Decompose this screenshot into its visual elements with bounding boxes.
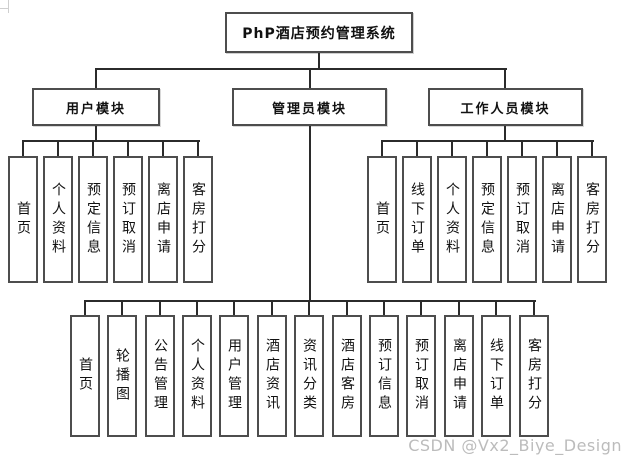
leaf-node-user-5: 客房打分 bbox=[183, 156, 213, 283]
root-node-system-title: PhP酒店预约管理系统 bbox=[225, 12, 413, 53]
connector-line bbox=[23, 140, 200, 142]
leaf-node-admin-11: 线下订单 bbox=[481, 315, 511, 437]
leaf-node-admin-7: 酒店客房 bbox=[332, 315, 362, 437]
leaf-node-label: 离店申请 bbox=[155, 181, 171, 258]
leaf-node-label: 轮播图 bbox=[114, 347, 130, 405]
connector-line bbox=[504, 126, 506, 140]
leaf-node-label: 预定信息 bbox=[85, 181, 101, 258]
leaf-node-user-0: 首页 bbox=[8, 156, 38, 283]
leaf-node-label: 线下订单 bbox=[488, 338, 504, 414]
connector-line bbox=[533, 300, 535, 315]
leaf-node-label: 公告管理 bbox=[152, 338, 168, 414]
connector-line bbox=[84, 300, 86, 315]
leaf-node-label: 预订取消 bbox=[413, 338, 429, 414]
connector-line bbox=[308, 300, 310, 315]
connector-line bbox=[57, 140, 59, 156]
connector-line bbox=[383, 300, 385, 315]
leaf-node-staff-2: 个人资料 bbox=[437, 156, 467, 283]
leaf-node-staff-6: 客房打分 bbox=[577, 156, 607, 283]
connector-line bbox=[416, 140, 418, 156]
connector-line bbox=[95, 126, 97, 140]
leaf-node-user-2: 预定信息 bbox=[78, 156, 108, 283]
connector-line bbox=[591, 140, 593, 156]
connector-line bbox=[318, 53, 320, 68]
leaf-node-staff-0: 首页 bbox=[367, 156, 397, 283]
leaf-node-label: 首页 bbox=[15, 200, 31, 239]
leaf-node-label: 预订信息 bbox=[376, 338, 392, 414]
leaf-node-user-4: 离店申请 bbox=[148, 156, 178, 283]
leaf-node-label: 客房打分 bbox=[526, 338, 542, 414]
connector-line bbox=[196, 300, 198, 315]
connector-line bbox=[309, 126, 311, 300]
leaf-node-label: 离店申请 bbox=[549, 181, 565, 258]
leaf-node-label: 客房打分 bbox=[584, 181, 600, 258]
leaf-node-admin-5: 酒店资讯 bbox=[257, 315, 287, 437]
connector-line bbox=[420, 300, 422, 315]
leaf-node-user-3: 预订取消 bbox=[113, 156, 143, 283]
leaf-node-admin-8: 预订信息 bbox=[369, 315, 399, 437]
watermark-text: CSDN @Vx2_Biye_Design bbox=[408, 436, 622, 455]
leaf-node-label: 个人资料 bbox=[189, 338, 205, 414]
leaf-node-admin-6: 资讯分类 bbox=[294, 315, 324, 437]
leaf-node-user-1: 个人资料 bbox=[43, 156, 73, 283]
connector-line bbox=[95, 68, 97, 88]
connector-line bbox=[22, 140, 24, 156]
corner-mark bbox=[8, 0, 9, 13]
leaf-node-staff-4: 预订取消 bbox=[507, 156, 537, 283]
connector-line bbox=[521, 140, 523, 156]
connector-line bbox=[486, 140, 488, 156]
connector-line bbox=[495, 300, 497, 315]
leaf-node-label: 预订取消 bbox=[120, 181, 136, 258]
connector-line bbox=[162, 140, 164, 156]
connector-line bbox=[556, 140, 558, 156]
connector-line bbox=[197, 140, 199, 156]
leaf-node-label: 首页 bbox=[374, 200, 390, 239]
connector-line bbox=[233, 300, 235, 315]
leaf-node-staff-5: 离店申请 bbox=[542, 156, 572, 283]
module-node-admin: 管理员模块 bbox=[232, 88, 387, 126]
connector-line bbox=[382, 140, 594, 142]
leaf-node-label: 预订取消 bbox=[514, 181, 530, 258]
connector-line bbox=[504, 68, 506, 88]
leaf-node-label: 个人资料 bbox=[444, 181, 460, 258]
connector-line bbox=[92, 140, 94, 156]
leaf-node-admin-0: 首页 bbox=[70, 315, 100, 437]
connector-line bbox=[159, 300, 161, 315]
leaf-node-label: 用户管理 bbox=[226, 338, 242, 414]
leaf-node-label: 资讯分类 bbox=[301, 338, 317, 414]
connector-line bbox=[451, 140, 453, 156]
leaf-node-admin-4: 用户管理 bbox=[219, 315, 249, 437]
leaf-node-label: 酒店资讯 bbox=[264, 338, 280, 414]
leaf-node-label: 离店申请 bbox=[451, 338, 467, 414]
leaf-node-staff-1: 线下订单 bbox=[402, 156, 432, 283]
leaf-node-label: 线下订单 bbox=[409, 181, 425, 258]
leaf-node-admin-1: 轮播图 bbox=[107, 315, 137, 437]
connector-line bbox=[346, 300, 348, 315]
leaf-node-label: 个人资料 bbox=[50, 181, 66, 258]
leaf-node-admin-10: 离店申请 bbox=[444, 315, 474, 437]
leaf-node-admin-3: 个人资料 bbox=[182, 315, 212, 437]
leaf-node-label: 酒店客房 bbox=[339, 338, 355, 414]
connector-line bbox=[95, 68, 507, 70]
connector-line bbox=[121, 300, 123, 315]
connector-line bbox=[127, 140, 129, 156]
leaf-node-admin-2: 公告管理 bbox=[145, 315, 175, 437]
leaf-node-label: 客房打分 bbox=[190, 181, 206, 258]
corner-mark bbox=[0, 8, 8, 9]
connector-line bbox=[271, 300, 273, 315]
leaf-node-admin-12: 客房打分 bbox=[519, 315, 549, 437]
module-node-staff: 工作人员模块 bbox=[428, 88, 583, 126]
connector-line bbox=[381, 140, 383, 156]
connector-line bbox=[309, 68, 311, 88]
leaf-node-label: 预定信息 bbox=[479, 181, 495, 258]
connector-line bbox=[85, 300, 536, 302]
connector-line bbox=[458, 300, 460, 315]
leaf-node-label: 首页 bbox=[77, 357, 93, 395]
module-node-user: 用户模块 bbox=[32, 88, 160, 126]
leaf-node-staff-3: 预定信息 bbox=[472, 156, 502, 283]
leaf-node-admin-9: 预订取消 bbox=[406, 315, 436, 437]
